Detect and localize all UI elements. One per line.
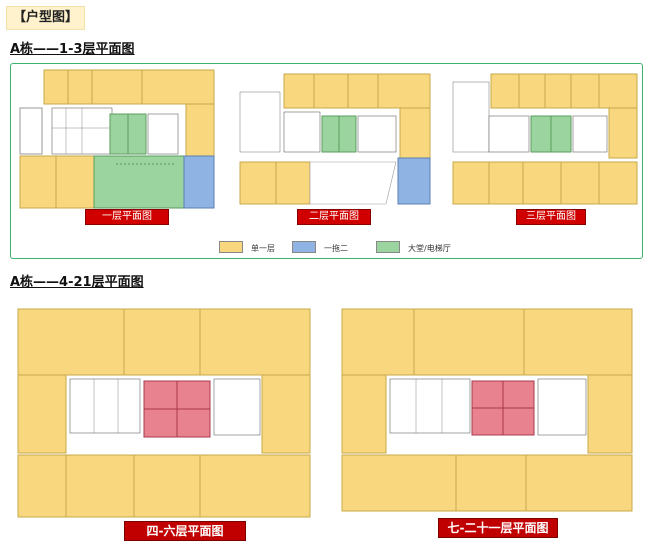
legend-swatch-duplex (292, 241, 316, 253)
floor-plan-4-6 (14, 305, 314, 521)
legend-label-duplex: 一拖二 (324, 244, 348, 253)
floor-3-label: 三层平面图 (516, 209, 586, 225)
legend-swatch-lobby (376, 241, 400, 253)
floor-plan-2 (236, 72, 432, 206)
section-title-floors-1-3: A栋——1-3层平面图 (10, 42, 135, 57)
floor-2-label: 二层平面图 (297, 209, 371, 225)
floor-1-label: 一层平面图 (85, 209, 169, 225)
section-tag: 【户型图】 (6, 6, 86, 30)
floor-plan-7-21 (338, 305, 636, 515)
legend-swatch-single (219, 241, 243, 253)
floor-plan-1 (16, 68, 216, 210)
section-title-floors-4-21: A栋——4-21层平面图 (10, 275, 144, 290)
floor-7-21-label: 七-二十一层平面图 (438, 518, 558, 538)
floor-4-6-label: 四-六层平面图 (124, 521, 246, 541)
floor-plan-3 (449, 72, 639, 206)
floors-1-3-panel (10, 63, 643, 259)
legend-label-lobby: 大堂/电梯厅 (408, 244, 451, 253)
legend-label-single: 单一层 (251, 244, 275, 253)
